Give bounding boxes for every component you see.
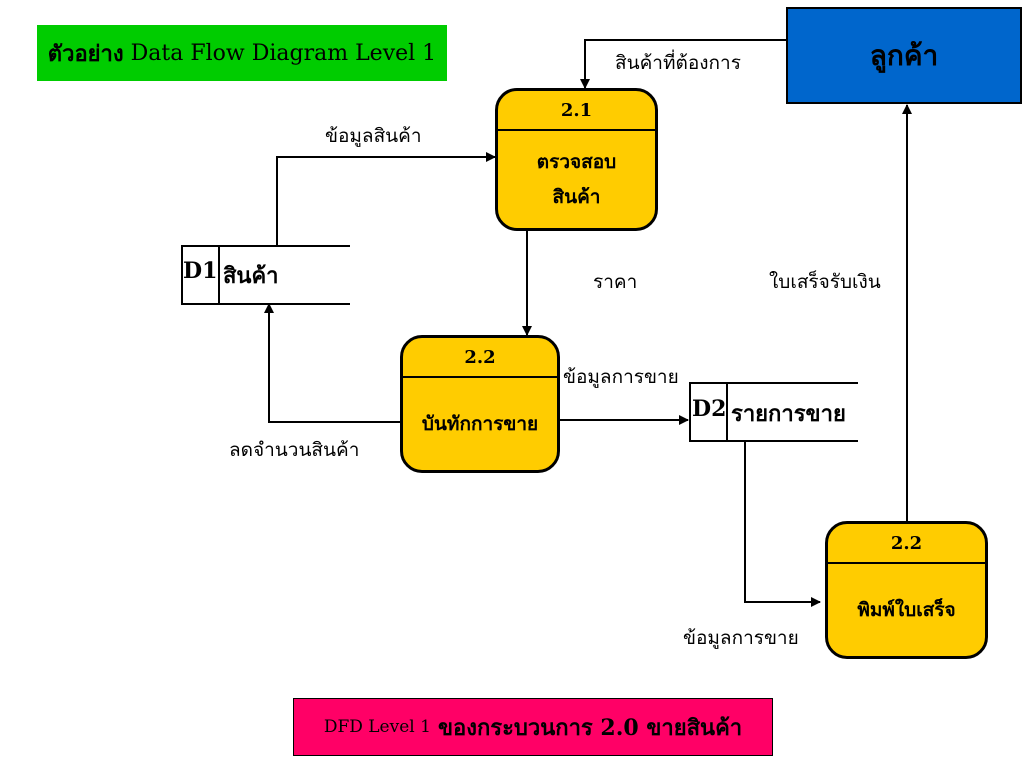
flow-label-price: ราคา [593,271,638,293]
process-name: ตรวจสอบ สินค้า [498,131,655,228]
flow-label-reduce-stock: ลดจำนวนสินค้า [229,439,360,461]
flow-label-sales-info: ข้อมูลการขาย [563,366,679,388]
store-d2-name: รายการขาย [731,401,846,427]
flow-label-sales-info-2: ข้อมูลการขาย [683,627,799,649]
footer-small: DFD Level 1 [323,717,431,737]
flow-reduce-stock-arrow [264,303,400,423]
store-d2-shape [689,382,858,442]
footer-bold: ของกระบวนการ 2.0 ขายสินค้า [437,714,743,741]
process-id: 2.2 [828,524,985,564]
entity-name: ลูกค้า [869,38,939,72]
process-id: 2.2 [403,338,557,378]
flow-sales-info-2-arrow [744,442,821,607]
store-d2-id: D2 [692,396,727,422]
process-id: 2.1 [498,91,655,131]
flow-label-wanted-product: สินค้าที่ต้องการ [615,52,741,74]
process-2-2-record-sale: 2.2 บันทักการขาย [400,335,560,473]
title-text: Data Flow Diagram Level 1 [130,40,437,66]
flow-label-receipt: ใบเสร็จรับเงิน [769,271,881,293]
flow-product-info-arrow [276,152,496,246]
process-name-line1: ตรวจสอบ [536,151,617,174]
store-d1-shape [181,245,350,305]
entity-customer: ลูกค้า [786,7,1022,104]
process-name: บันทักการขาย [421,412,539,435]
footer-caption: DFD Level 1 ของกระบวนการ 2.0 ขายสินค้า [293,698,773,756]
process-2-2-print-receipt: 2.2 พิมพ์ใบเสร็จ [825,521,988,659]
process-name: พิมพ์ใบเสร็จ [857,598,956,621]
process-2-1: 2.1 ตรวจสอบ สินค้า [495,88,658,231]
store-d1-id: D1 [183,258,218,284]
flow-label-product-info: ข้อมูลสินค้า [325,125,422,147]
diagram-title: ตัวอย่าง Data Flow Diagram Level 1 [37,25,447,81]
title-bold: ตัวอย่าง [47,40,124,67]
flow-wanted-product-arrow [580,39,786,89]
store-d1-name: สินค้า [223,263,279,289]
process-name-line2: สินค้า [552,185,601,208]
